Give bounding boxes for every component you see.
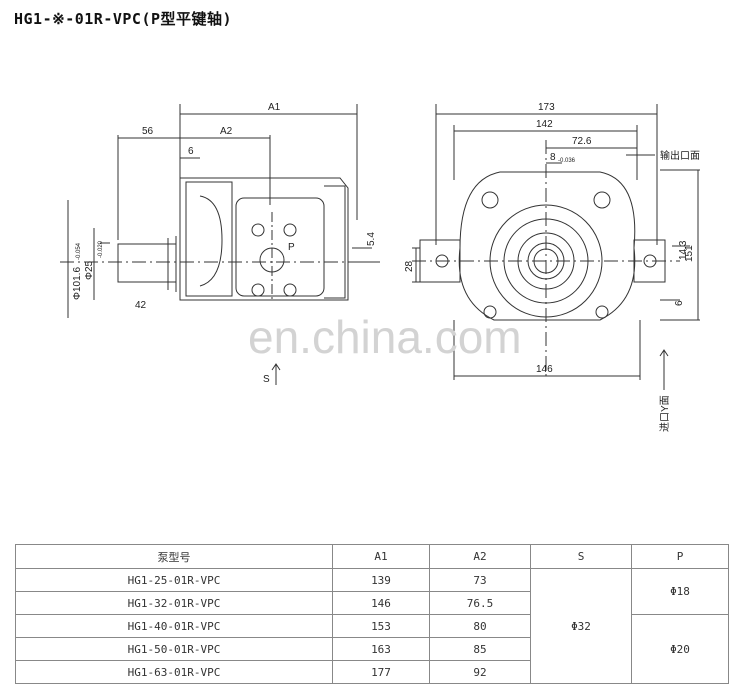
dim-a1-label: A1 — [268, 102, 281, 113]
inlet-face-label: 进口Y面 — [659, 395, 671, 432]
table-row: HG1-50-01R-VPC 163 85 — [15, 637, 729, 661]
cell-a1: 139 — [332, 568, 430, 592]
cell-a2: 76.5 — [429, 591, 531, 615]
dim-8-tolerance: -0.036 — [558, 158, 576, 164]
cell-s: Φ32 — [530, 568, 632, 684]
table-row: HG1-40-01R-VPC 153 80 Φ20 — [15, 614, 729, 684]
cell-a1: 146 — [332, 591, 430, 615]
dim-5-4-label: 5.4 — [366, 232, 377, 246]
cell-model: HG1-32-01R-VPC — [15, 591, 333, 615]
dim-a2-label: A2 — [220, 126, 233, 137]
header-a1: A1 — [332, 544, 430, 569]
table-row: HG1-63-01R-VPC 177 92 — [15, 660, 729, 684]
watermark-text: en.china.com — [248, 311, 522, 363]
outlet-face-label: 输出口面 — [660, 149, 700, 162]
dim-42-label: 42 — [135, 300, 147, 311]
port-s-label: S — [263, 374, 270, 385]
port-p-label: P — [288, 242, 295, 253]
cell-a1: 153 — [332, 614, 430, 638]
dim-56-label: 56 — [142, 126, 154, 137]
dia-101-6-tolerance: -0.054 — [76, 242, 82, 260]
cell-model: HG1-25-01R-VPC — [15, 568, 333, 592]
cell-a2: 80 — [429, 614, 531, 638]
dia-101-6-label: Φ101.6 — [72, 267, 83, 300]
header-s: S — [530, 544, 632, 569]
cell-a2: 92 — [429, 660, 531, 684]
cell-a1: 177 — [332, 660, 430, 684]
table-row: HG1-25-01R-VPC 139 73 Φ32 Φ18 — [15, 568, 729, 684]
dim-146-label: 146 — [536, 364, 553, 375]
cell-p-large: Φ20 — [631, 614, 729, 684]
cell-model: HG1-63-01R-VPC — [15, 660, 333, 684]
dim-8-label: 8 — [550, 152, 556, 163]
dim-28-label: 28 — [404, 260, 415, 272]
dim-14-3-label: 14.3 — [678, 240, 689, 260]
cell-a2: 85 — [429, 637, 531, 661]
dim-151-label: 151 — [684, 245, 695, 262]
cell-a2: 73 — [429, 568, 531, 592]
header-model: 泵型号 — [15, 544, 333, 569]
dim-142-label: 142 — [536, 119, 553, 130]
dim-72-6-label: 72.6 — [572, 136, 592, 147]
header-p: P — [631, 544, 729, 569]
cell-p-small: Φ18 — [631, 568, 729, 615]
header-a2: A2 — [429, 544, 531, 569]
table-row: HG1-32-01R-VPC 146 76.5 — [15, 591, 729, 615]
spec-table: 泵型号 A1 A2 S P HG1-25-01R-VPC 139 73 Φ32 … — [15, 544, 729, 684]
dim-6-label: 6 — [188, 146, 194, 157]
cell-model: HG1-50-01R-VPC — [15, 637, 333, 661]
table-header-row: 泵型号 A1 A2 S P — [15, 544, 729, 569]
front-view — [412, 104, 700, 390]
dia-25-tolerance: -0.020 — [98, 240, 104, 258]
technical-drawing: A1 56 A2 6 5.4 Φ101.6 -0.054 Φ25 -0.020 … — [60, 102, 700, 432]
side-view — [60, 104, 380, 385]
dim-173-label: 173 — [538, 102, 555, 113]
dim-6-front-label: 6 — [674, 300, 685, 306]
cell-a1: 163 — [332, 637, 430, 661]
drawing-title: HG1-※-01R-VPC(P型平键轴) — [14, 10, 233, 28]
dia-25-label: Φ25 — [84, 260, 95, 280]
cell-model: HG1-40-01R-VPC — [15, 614, 333, 638]
